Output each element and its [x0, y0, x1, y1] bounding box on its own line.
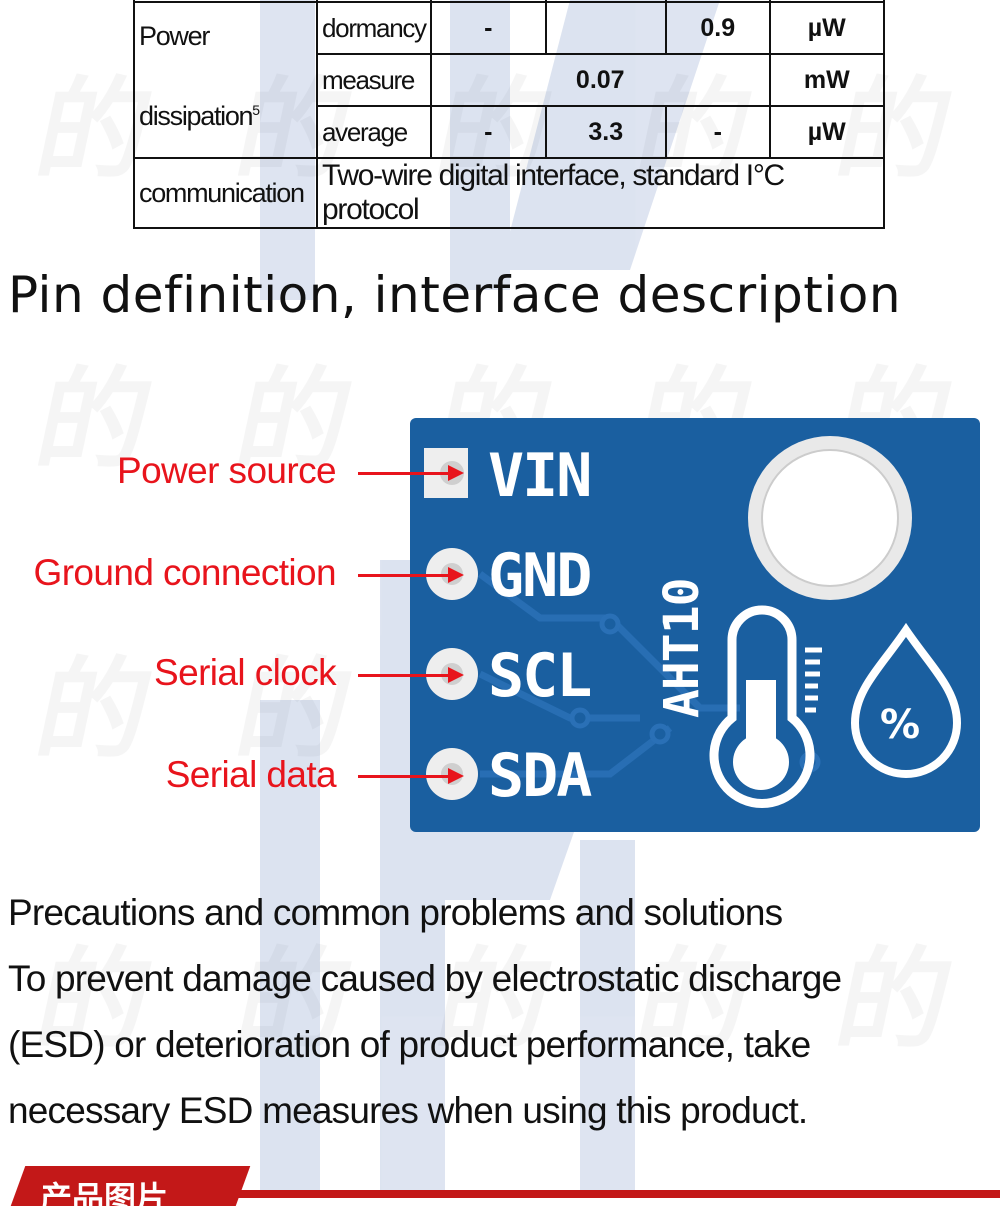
- precautions-text: Precautions and common problems and solu…: [8, 880, 988, 1144]
- spec-table: measure 20 Power dissipation5 dormancy -…: [133, 0, 885, 229]
- chip-name: AHT10: [654, 578, 710, 719]
- droplet-icon: [850, 622, 962, 778]
- note-line: Precautions and common problems and solu…: [8, 892, 783, 933]
- note-line: (ESD) or deterioration of product perfor…: [8, 1024, 811, 1065]
- cell-mode: dormancy: [316, 1, 432, 55]
- table-row: average - 3.3 - µW: [134, 105, 885, 159]
- arrow-icon: [358, 567, 464, 583]
- pcb-pin-label-scl: SCL: [488, 641, 592, 711]
- cell-max: 0.9: [664, 1, 771, 55]
- thermometer-icon: [709, 605, 815, 808]
- banner-line: [230, 1190, 1000, 1198]
- cell-min: -: [429, 105, 547, 159]
- cell-unit: mW: [768, 53, 885, 107]
- cell-unit: µW: [768, 1, 885, 55]
- pcb-board: VIN GND SCL SDA AHT10 %: [410, 418, 980, 832]
- pcb-pin-label-sda: SDA: [488, 741, 592, 811]
- arrow-icon: [358, 768, 464, 784]
- param-label-2: dissipation: [139, 100, 254, 131]
- section-banner: 产品图片: [0, 1160, 1000, 1217]
- param-power-dissipation: Power dissipation5: [133, 1, 318, 159]
- pcb-pin-label-gnd: GND: [488, 541, 592, 611]
- note-line: To prevent damage caused by electrostati…: [8, 958, 842, 999]
- footnote-mark: 5: [252, 101, 260, 118]
- cell-min: -: [429, 1, 547, 55]
- note-line: necessary ESD measures when using this p…: [8, 1090, 808, 1131]
- pin-description-vin: Power source: [116, 450, 337, 491]
- table-row: communication Two-wire digital interface…: [133, 157, 885, 229]
- param-label: Power: [139, 20, 210, 51]
- cell-mode: measure: [316, 53, 432, 107]
- table-row: Power dissipation5 dormancy - 0.9 µW: [133, 1, 885, 159]
- section-title: Pin definition, interface description: [8, 266, 902, 324]
- table-row: measure 0.07 mW: [134, 53, 885, 107]
- arrow-icon: [358, 465, 464, 481]
- cell-typ: [544, 1, 667, 55]
- cell-typ: 3.3: [544, 105, 667, 159]
- arrow-icon: [358, 667, 464, 683]
- pcb-pin-label-vin: VIN: [488, 441, 592, 511]
- cell-typ: 0.07: [429, 53, 771, 107]
- pin-description-scl: Serial clock: [154, 652, 337, 693]
- cell-mode: average: [316, 105, 432, 159]
- percent-symbol: %: [880, 702, 921, 748]
- cell-max: -: [664, 105, 771, 159]
- pin-description-gnd: Ground connection: [33, 552, 337, 593]
- pin-description-sda: Serial data: [165, 754, 337, 795]
- banner-tab-label: 产品图片: [40, 1179, 169, 1217]
- communication-value: Two-wire digital interface, standard I°C…: [316, 157, 885, 229]
- cell-unit: µW: [768, 105, 885, 159]
- param-communication: communication: [133, 157, 318, 229]
